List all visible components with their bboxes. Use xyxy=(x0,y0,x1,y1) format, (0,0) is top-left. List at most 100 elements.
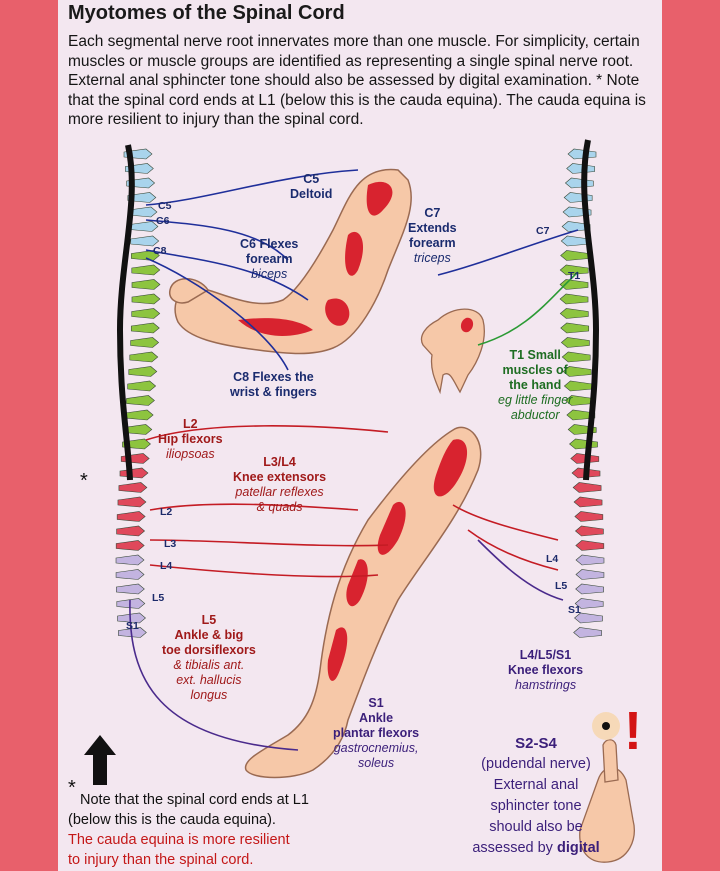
segment-s1: S1 xyxy=(126,620,139,632)
vertebra xyxy=(115,569,145,580)
nerve-path xyxy=(149,539,389,547)
vertebra xyxy=(116,583,145,595)
arm-illustration xyxy=(169,168,412,355)
vertebra xyxy=(559,264,589,276)
vertebra xyxy=(561,351,591,363)
vertebra xyxy=(131,308,161,319)
myotome-diagram xyxy=(84,139,635,863)
vertebra xyxy=(560,322,590,334)
segment-l5: L5 xyxy=(152,592,165,604)
vertebra xyxy=(563,192,593,203)
segment-l4-right: L4 xyxy=(546,553,559,565)
segment-s1-right: S1 xyxy=(568,604,581,616)
vertebra xyxy=(115,540,145,551)
vertebra xyxy=(130,337,160,348)
segment-c6: C6 xyxy=(156,215,170,227)
vertebra xyxy=(566,409,596,421)
right-spinal-cord xyxy=(581,139,600,481)
nerve-path xyxy=(452,504,559,541)
vertebra xyxy=(118,482,148,493)
vertebra xyxy=(573,627,602,638)
segment-c7: C7 xyxy=(536,225,550,237)
vertebra xyxy=(573,496,603,508)
nerve-path xyxy=(477,539,564,601)
vertebra xyxy=(574,511,604,522)
vertebra xyxy=(117,496,147,508)
nerve-path xyxy=(145,257,289,371)
vertebra xyxy=(564,177,594,189)
vertebra xyxy=(115,554,145,566)
vertebra xyxy=(575,554,605,566)
vertebra xyxy=(131,293,161,305)
segment-l4: L4 xyxy=(160,560,173,572)
vertebra xyxy=(574,612,603,624)
footnote: * Note that the spinal cord ends at L1 (… xyxy=(68,777,309,868)
vertebra xyxy=(575,583,604,595)
vertebra xyxy=(559,293,589,305)
vertebra xyxy=(116,598,146,609)
vertebra xyxy=(117,612,146,624)
nerve-path xyxy=(145,219,289,261)
up-arrow-icon xyxy=(84,735,116,785)
leg-illustration xyxy=(244,426,482,779)
nerve-path xyxy=(145,169,359,206)
nerve-path xyxy=(437,229,579,276)
label-s2-s4: S2-S4 (pudendal nerve) External anal sph… xyxy=(472,735,600,856)
vertebra xyxy=(130,235,160,247)
segment-c5: C5 xyxy=(158,200,172,212)
nerve-path xyxy=(145,249,309,301)
vertebra xyxy=(126,395,155,406)
vertebra xyxy=(575,569,605,580)
footnote-star: * xyxy=(68,777,76,799)
vertebra xyxy=(130,322,160,334)
page-title: Myotomes of the Spinal Cord xyxy=(68,2,345,24)
vertebra xyxy=(127,380,157,392)
vertebra xyxy=(124,409,154,421)
vertebra xyxy=(116,511,146,522)
vertebra xyxy=(574,598,604,609)
nerve-path xyxy=(467,529,559,571)
nerve-path xyxy=(129,599,299,751)
cauda-equina-star: * xyxy=(80,470,88,492)
vertebra xyxy=(127,192,157,203)
nerve-lines xyxy=(129,169,579,751)
segment-l5-right: L5 xyxy=(555,580,568,592)
vertebra xyxy=(574,525,604,537)
hand-illustration xyxy=(420,308,485,395)
vertebra xyxy=(560,235,590,247)
finger-pointing-icon xyxy=(579,712,635,863)
vertebra xyxy=(129,351,159,363)
vertebra xyxy=(575,540,605,551)
vertebra xyxy=(131,264,161,276)
nerve-path xyxy=(145,425,389,441)
vertebra xyxy=(129,221,159,232)
vertebra xyxy=(116,525,146,537)
vertebra xyxy=(566,163,595,174)
left-spinal-cord xyxy=(116,144,135,481)
nerve-path xyxy=(149,503,359,511)
vertebra xyxy=(560,250,589,261)
nerve-path xyxy=(149,564,379,578)
vertebra xyxy=(567,148,597,160)
infographic-panel: Myotomes of the Spinal Cord Each segment… xyxy=(58,0,662,871)
vertebra xyxy=(569,438,598,450)
segment-l2: L2 xyxy=(160,506,173,518)
vertebra xyxy=(562,366,592,377)
vertebra xyxy=(131,279,161,290)
segment-c8: C8 xyxy=(153,245,167,257)
vertebra xyxy=(559,308,589,319)
exclamation-icon: ! xyxy=(624,701,642,761)
vertebra xyxy=(118,627,147,638)
intro-paragraph: Each segmental nerve root innervates mor… xyxy=(68,33,646,129)
segment-t1: T1 xyxy=(568,270,581,282)
